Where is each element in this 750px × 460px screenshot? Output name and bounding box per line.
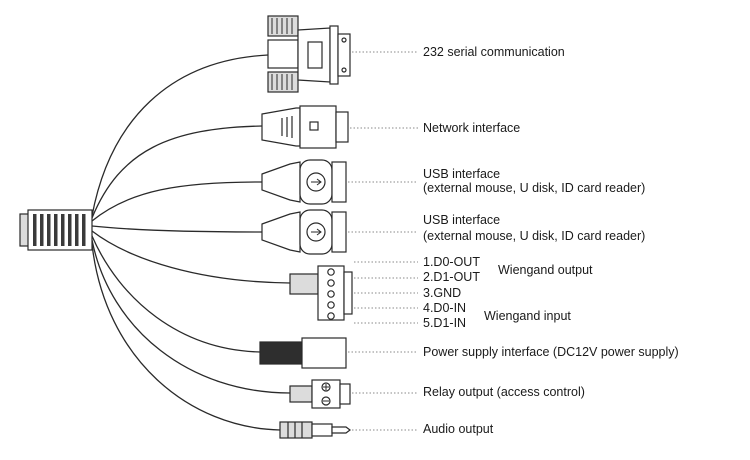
usb-connector-2 bbox=[261, 209, 347, 255]
relay-connector bbox=[289, 379, 351, 409]
cable-serial bbox=[91, 54, 269, 217]
wiegand-connector bbox=[289, 265, 353, 321]
wiegand-input-label: Wiengand input bbox=[484, 309, 571, 323]
pin-3-label: 3.GND bbox=[423, 286, 462, 300]
pin-4-label: 4.D0-IN bbox=[423, 301, 467, 315]
power-label: Power supply interface (DC12V power supp… bbox=[423, 345, 679, 359]
audio-label: Audio output bbox=[423, 422, 494, 436]
cable-usb-2 bbox=[91, 225, 263, 233]
cable-power bbox=[91, 235, 261, 353]
cable-audio bbox=[91, 243, 281, 431]
usb-1-sublabel: (external mouse, U disk, ID card reader) bbox=[423, 181, 646, 195]
audio-connector bbox=[279, 421, 351, 439]
usb-connector-1 bbox=[261, 159, 347, 205]
pin-5-label: 5.D1-IN bbox=[423, 316, 467, 330]
network-label: Network interface bbox=[423, 121, 521, 135]
serial-label: 232 serial communication bbox=[423, 45, 565, 59]
pin-2-label: 2.D1-OUT bbox=[423, 270, 480, 284]
usb-2-sublabel: (external mouse, U disk, ID card reader) bbox=[423, 229, 646, 243]
network-connector bbox=[261, 105, 349, 149]
cable-usb-1 bbox=[91, 181, 263, 222]
cable-wiegand bbox=[91, 230, 291, 284]
cable-network bbox=[91, 125, 263, 219]
serial-connector bbox=[267, 15, 351, 93]
usb-2-label: USB interface bbox=[423, 213, 501, 227]
hub-connector bbox=[19, 209, 93, 251]
wiegand-output-label: Wiengand output bbox=[498, 263, 593, 277]
cable-relay bbox=[91, 239, 291, 394]
power-connector bbox=[259, 337, 347, 369]
pin-1-label: 1.D0-OUT bbox=[423, 255, 480, 269]
usb-1-label: USB interface bbox=[423, 167, 501, 181]
relay-label: Relay output (access control) bbox=[423, 385, 585, 399]
